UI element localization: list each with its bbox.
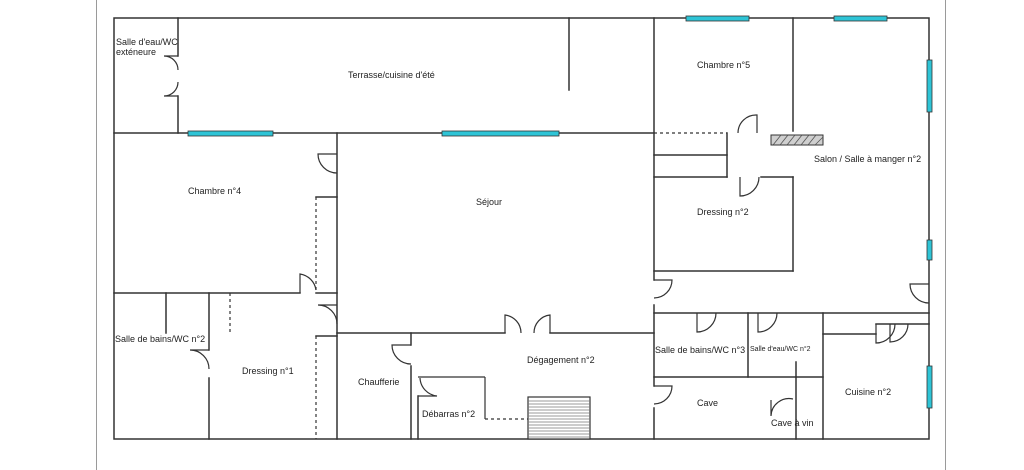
door (189, 349, 210, 370)
window (187, 130, 274, 137)
door (317, 304, 338, 325)
window (926, 59, 933, 113)
room-label-salle-eau-exterieure-1: Salle d'eau/WC (116, 37, 178, 47)
room-label-dressing1: Dressing n°1 (242, 366, 294, 376)
door (653, 385, 673, 405)
door (909, 283, 930, 304)
room-label-sejour: Séjour (476, 197, 502, 207)
room-label-salon: Salon / Salle à manger n°2 (814, 154, 921, 164)
window (926, 239, 933, 261)
window (926, 365, 933, 409)
window (833, 15, 888, 22)
door (770, 397, 794, 417)
room-label-terrasse: Terrasse/cuisine d'été (348, 70, 435, 80)
door (163, 81, 179, 97)
room-label-degagement2: Dégagement n°2 (527, 355, 595, 365)
door (317, 153, 338, 174)
door (163, 55, 179, 71)
window (441, 130, 560, 137)
door (739, 176, 760, 197)
door (889, 323, 909, 343)
door (391, 344, 412, 365)
door (418, 377, 438, 397)
room-label-cave-vin: Cave à vin (771, 418, 814, 428)
room-label-cave: Cave (697, 398, 718, 408)
outer-walls (113, 17, 930, 440)
room-label-salle-eau-exterieure-2: exténeure (116, 47, 156, 57)
room-label-chambre4: Chambre n°4 (188, 186, 241, 196)
door (504, 314, 522, 334)
door (653, 279, 673, 299)
door (757, 312, 778, 333)
door (737, 114, 758, 134)
door (875, 323, 896, 344)
door (696, 312, 717, 333)
room-label-chambre5: Chambre n°5 (697, 60, 750, 70)
room-label-dressing2: Dressing n°2 (697, 207, 749, 217)
door (299, 273, 317, 293)
stairs (527, 396, 591, 440)
windows (187, 15, 933, 409)
door (533, 314, 551, 334)
room-label-salle-eau2: Salle d'eau/WC n°2 (750, 345, 811, 353)
room-label-cuisine2: Cuisine n°2 (845, 387, 891, 397)
window (685, 15, 750, 22)
room-label-salle-bains3: Salle de bains/WC n°3 (655, 345, 745, 355)
room-label-chaufferie: Chaufferie (358, 377, 399, 387)
fireplace (770, 134, 824, 146)
room-label-salle-bains2: Salle de bains/WC n°2 (115, 334, 205, 344)
room-label-debarras2: Débarras n°2 (422, 409, 475, 419)
page-frame (96, 0, 946, 470)
